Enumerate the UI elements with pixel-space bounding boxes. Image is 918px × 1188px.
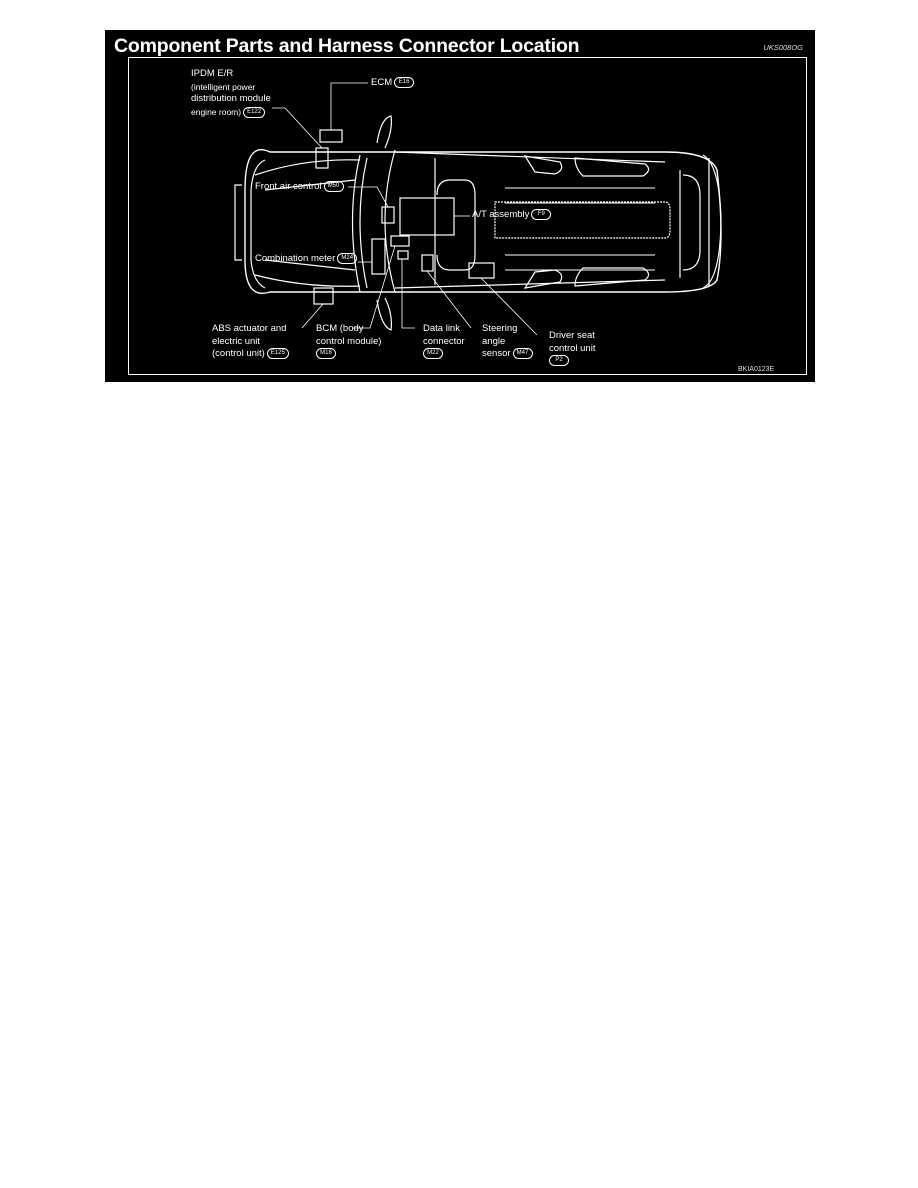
label-abs: ABS actuator and electric unit (control … (212, 323, 289, 361)
label-text: ECM (371, 77, 393, 89)
label-line: distribution module (191, 93, 271, 104)
label-line: control unit (549, 342, 596, 354)
connector-badge-e122: E122 (243, 106, 266, 118)
label-text: Front air control (255, 181, 322, 193)
connector-badge-m22: M22 (423, 348, 443, 359)
label-line: angle (482, 335, 506, 347)
diagram-frame (128, 57, 807, 375)
label-bcm: BCM (body control module) M18 (316, 323, 381, 361)
connector-badge-e16: E16 (394, 77, 415, 88)
connector-badge-m24: M24 (337, 253, 358, 264)
label-line: engine room) (191, 106, 242, 117)
reference-code-top: UKS008OG (763, 43, 803, 52)
label-line: (control unit) (212, 348, 265, 360)
connector-badge-m50: M50 (323, 181, 344, 192)
reference-code-bottom: BKIA0123E (738, 366, 775, 373)
label-line: ABS actuator and (212, 323, 287, 334)
label-line: sensor (482, 348, 511, 360)
diagram-title: Component Parts and Harness Connector Lo… (114, 35, 580, 57)
label-line: Steering (482, 323, 518, 334)
connector-badge-p2: P2 (549, 355, 569, 366)
connector-badge-m47: M47 (512, 348, 533, 359)
label-text: Combination meter (255, 253, 336, 265)
label-line: (intelligent power (191, 81, 256, 92)
label-line: BCM (body (316, 323, 364, 334)
label-text: A/T assembly (472, 209, 530, 221)
vehicle-top-view-outline (234, 82, 722, 336)
label-line: IPDM E/R (191, 68, 234, 79)
connector-badge-e125: E125 (266, 348, 289, 359)
connector-badge-m18: M18 (316, 348, 336, 359)
diagram-panel: Component Parts and Harness Connector Lo… (105, 30, 815, 382)
label-line: control module) (316, 335, 382, 347)
label-data-link-connector: Data link connector M22 (423, 323, 465, 361)
label-line: Driver seat (549, 330, 595, 341)
label-line: Data link (423, 323, 460, 334)
connector-badge-f9: F9 (531, 209, 552, 220)
label-line: connector (423, 335, 465, 347)
label-ipdm: IPDM E/R (intelligent power distribution… (191, 68, 271, 118)
label-driver-seat-control-unit: Driver seat control unit P2 (549, 330, 595, 368)
label-line: electric unit (212, 335, 261, 347)
